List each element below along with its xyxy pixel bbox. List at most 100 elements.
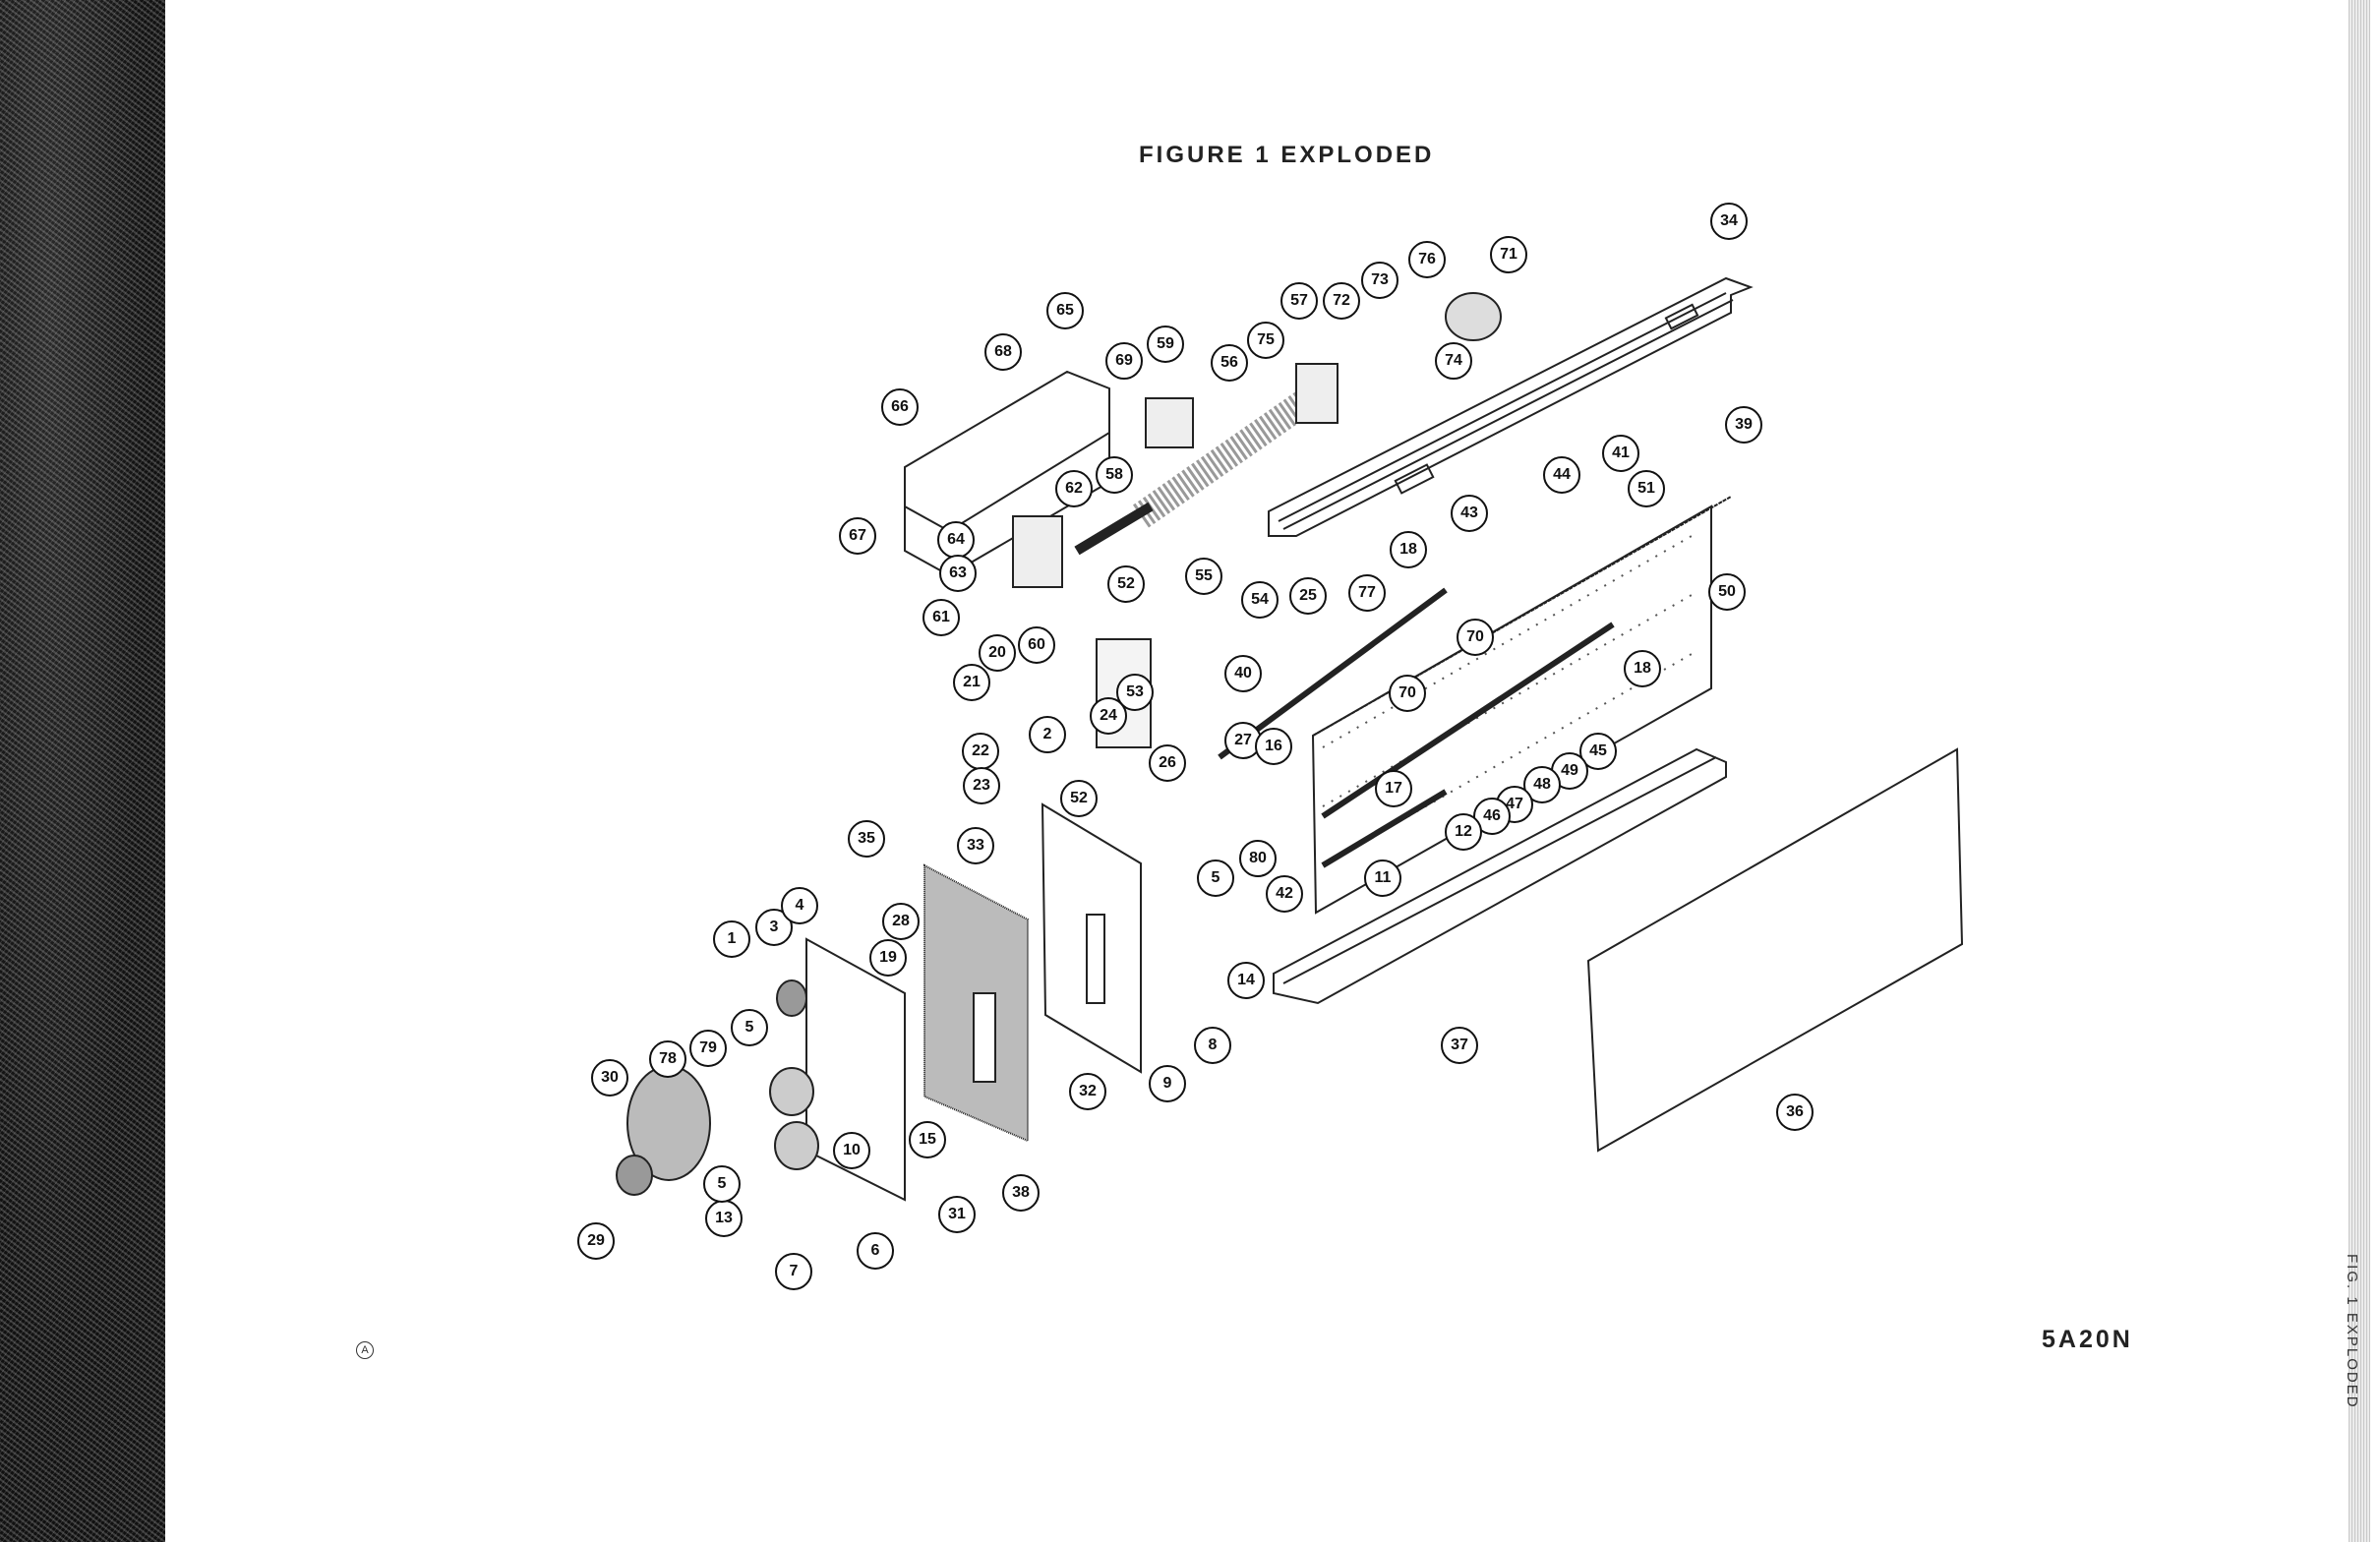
callout-43: 43 (1451, 495, 1488, 532)
top-rail (1268, 276, 1754, 537)
callout-22: 22 (962, 733, 999, 770)
callout-20: 20 (979, 634, 1016, 672)
callout-50: 50 (1708, 573, 1746, 611)
callout-21: 21 (953, 664, 990, 701)
callout-28: 28 (882, 903, 920, 940)
callout-68: 68 (984, 333, 1022, 371)
callout-56: 56 (1211, 344, 1248, 382)
callout-52: 52 (1060, 780, 1098, 817)
scan-edge (2349, 0, 2370, 1542)
callout-57: 57 (1280, 282, 1318, 320)
callout-72: 72 (1323, 282, 1360, 320)
callout-73: 73 (1361, 262, 1398, 299)
control-5a (769, 1067, 814, 1116)
callout-8: 8 (1194, 1027, 1231, 1064)
bracket-57 (1295, 363, 1339, 424)
callout-63: 63 (939, 555, 977, 592)
callout-37: 37 (1441, 1027, 1478, 1064)
side-panel (1586, 747, 1964, 1153)
callout-32: 32 (1069, 1073, 1106, 1110)
callout-60: 60 (1018, 626, 1055, 664)
callout-64: 64 (937, 521, 975, 559)
side-caption: FIG. 1 EXPLODED (2344, 1254, 2360, 1409)
knob-1 (776, 979, 807, 1017)
callout-79: 79 (689, 1030, 727, 1067)
callout-74: 74 (1435, 342, 1472, 380)
callout-34: 34 (1710, 203, 1748, 240)
callout-5: 5 (703, 1165, 741, 1203)
callout-51: 51 (1628, 470, 1665, 507)
bracket-59 (1145, 397, 1194, 448)
callout-5: 5 (731, 1009, 768, 1046)
scan-margin (0, 0, 165, 1542)
callout-16: 16 (1255, 728, 1292, 765)
callout-52: 52 (1107, 565, 1145, 603)
callout-40: 40 (1224, 655, 1262, 692)
callout-13: 13 (705, 1200, 743, 1237)
callout-66: 66 (881, 388, 919, 426)
callout-31: 31 (938, 1196, 976, 1233)
bottom-rail (1273, 747, 1727, 1005)
shaft-17 (1321, 622, 1615, 819)
shaft-11 (1321, 789, 1448, 868)
callout-6: 6 (857, 1232, 894, 1270)
callout-75: 75 (1247, 322, 1284, 359)
callout-1: 1 (713, 920, 750, 958)
callout-69: 69 (1105, 342, 1143, 380)
callout-67: 67 (839, 517, 876, 555)
revision-mark: A (356, 1341, 374, 1359)
knob-71 (1445, 292, 1502, 341)
callout-15: 15 (909, 1121, 946, 1158)
callout-9: 9 (1149, 1065, 1186, 1102)
callout-25: 25 (1289, 577, 1327, 615)
callout-19: 19 (869, 939, 907, 977)
callout-10: 10 (833, 1132, 870, 1169)
callout-71: 71 (1490, 236, 1527, 273)
callout-62: 62 (1055, 470, 1093, 507)
callout-38: 38 (1002, 1174, 1040, 1212)
callout-59: 59 (1147, 326, 1184, 363)
coil-resistor (1074, 391, 1312, 556)
callout-78: 78 (649, 1040, 686, 1078)
bracket-60 (1012, 515, 1063, 588)
callout-29: 29 (577, 1222, 615, 1260)
callout-7: 7 (775, 1253, 812, 1290)
callout-77: 77 (1348, 574, 1386, 612)
callout-18: 18 (1390, 531, 1427, 568)
callout-36: 36 (1776, 1094, 1814, 1131)
callout-4: 4 (781, 887, 818, 924)
model-number: 5A20N (2042, 1326, 2133, 1353)
callout-70: 70 (1457, 619, 1494, 656)
callout-55: 55 (1185, 558, 1222, 595)
callout-54: 54 (1241, 581, 1279, 619)
callout-17: 17 (1375, 770, 1412, 807)
callout-12: 12 (1445, 813, 1482, 851)
callout-70: 70 (1389, 675, 1426, 712)
callout-35: 35 (848, 820, 885, 858)
callout-11: 11 (1364, 860, 1401, 897)
control-5b (774, 1121, 819, 1170)
callout-24: 24 (1090, 697, 1127, 735)
callout-65: 65 (1046, 292, 1084, 329)
callout-61: 61 (922, 599, 960, 636)
callout-39: 39 (1725, 406, 1762, 444)
callout-33: 33 (957, 827, 994, 864)
callout-76: 76 (1408, 241, 1446, 278)
callout-30: 30 (591, 1059, 628, 1097)
callout-42: 42 (1266, 875, 1303, 913)
callout-80: 80 (1239, 840, 1277, 877)
callout-58: 58 (1096, 456, 1133, 494)
callout-23: 23 (963, 767, 1000, 804)
callout-44: 44 (1543, 456, 1580, 494)
figure-title: FIGURE 1 EXPLODED (1139, 142, 1435, 168)
callout-46: 46 (1473, 798, 1511, 835)
callout-14: 14 (1227, 962, 1265, 999)
callout-2: 2 (1029, 716, 1066, 753)
callout-41: 41 (1602, 435, 1639, 472)
callout-26: 26 (1149, 744, 1186, 782)
callout-18: 18 (1624, 650, 1661, 687)
callout-5: 5 (1197, 860, 1234, 897)
callout-48: 48 (1523, 766, 1561, 803)
sub-panel (1041, 802, 1142, 1074)
